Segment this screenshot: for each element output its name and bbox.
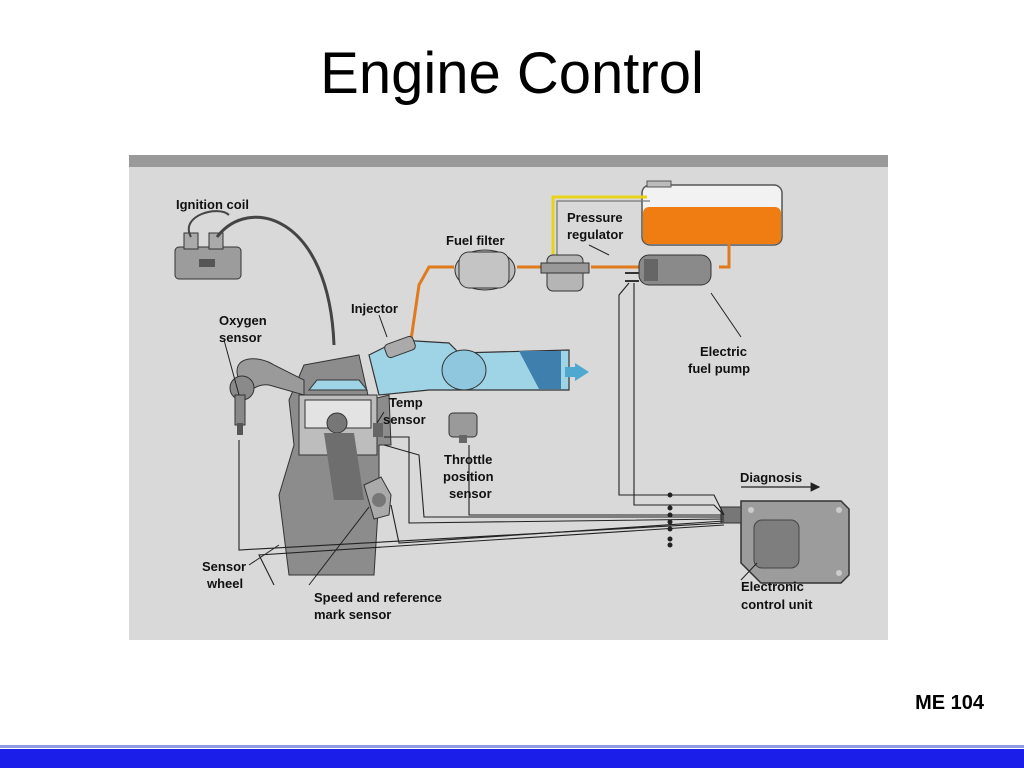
label-throttle-position-sensor-1: Throttle [444, 452, 492, 467]
label-sensor-wheel-1: Sensor [202, 559, 246, 574]
electronic-control-unit-box [720, 500, 850, 584]
engine-control-diagram: Ignition coil Fuel filter Pressure regul… [129, 155, 888, 640]
course-code: ME 104 [915, 692, 984, 714]
throttle-position-sensor-unit [448, 412, 478, 443]
label-diagnosis: Diagnosis [740, 470, 802, 485]
fuel-tank [641, 180, 783, 246]
footer-accent-line [0, 745, 1024, 748]
intake-manifold [368, 339, 570, 396]
leader-lines [223, 244, 758, 586]
engine-block [278, 354, 392, 576]
signal-wiring [238, 282, 725, 586]
fuel-line [719, 243, 731, 269]
label-temp-sensor-1: Temp [389, 395, 423, 410]
ignition-coil [174, 232, 242, 280]
label-oxygen-sensor-2: sensor [219, 330, 262, 345]
pressure-regulator [540, 254, 590, 292]
temp-sensor-unit [373, 423, 383, 437]
label-electronic-control-unit-2: control unit [741, 597, 813, 612]
air-inflow-arrow [565, 363, 589, 381]
footer-bar [0, 749, 1024, 768]
label-sensor-wheel-2: wheel [206, 576, 243, 591]
label-speed-reference-sensor-2: mark sensor [314, 607, 391, 622]
label-speed-reference-sensor-1: Speed and reference [314, 590, 442, 605]
slide-title: Engine Control [320, 41, 704, 106]
label-injector: Injector [351, 301, 398, 316]
oxygen-sensor [234, 394, 246, 435]
label-ignition-coil: Ignition coil [176, 197, 249, 212]
return-line [551, 195, 647, 255]
label-throttle-position-sensor-2: position [443, 469, 494, 484]
exhaust-manifold [229, 358, 305, 401]
wire-junction-dots [667, 492, 673, 548]
label-throttle-position-sensor-3: sensor [449, 486, 492, 501]
label-oxygen-sensor-1: Oxygen [219, 313, 267, 328]
speed-reference-sensor-unit [363, 476, 392, 520]
label-electronic-control-unit-1: Electronic [741, 579, 804, 594]
fuel-filter [454, 249, 516, 291]
label-pressure-regulator-1: Pressure [567, 210, 623, 225]
label-electric-fuel-pump-2: fuel pump [688, 361, 750, 376]
label-pressure-regulator-2: regulator [567, 227, 623, 242]
diagram-top-bar [129, 155, 888, 167]
electric-fuel-pump [625, 254, 712, 286]
injector [384, 335, 416, 359]
label-electric-fuel-pump-1: Electric [700, 344, 747, 359]
label-fuel-filter: Fuel filter [446, 233, 505, 248]
diagram-svg: Ignition coil Fuel filter Pressure regul… [174, 180, 850, 622]
label-temp-sensor-2: sensor [383, 412, 426, 427]
